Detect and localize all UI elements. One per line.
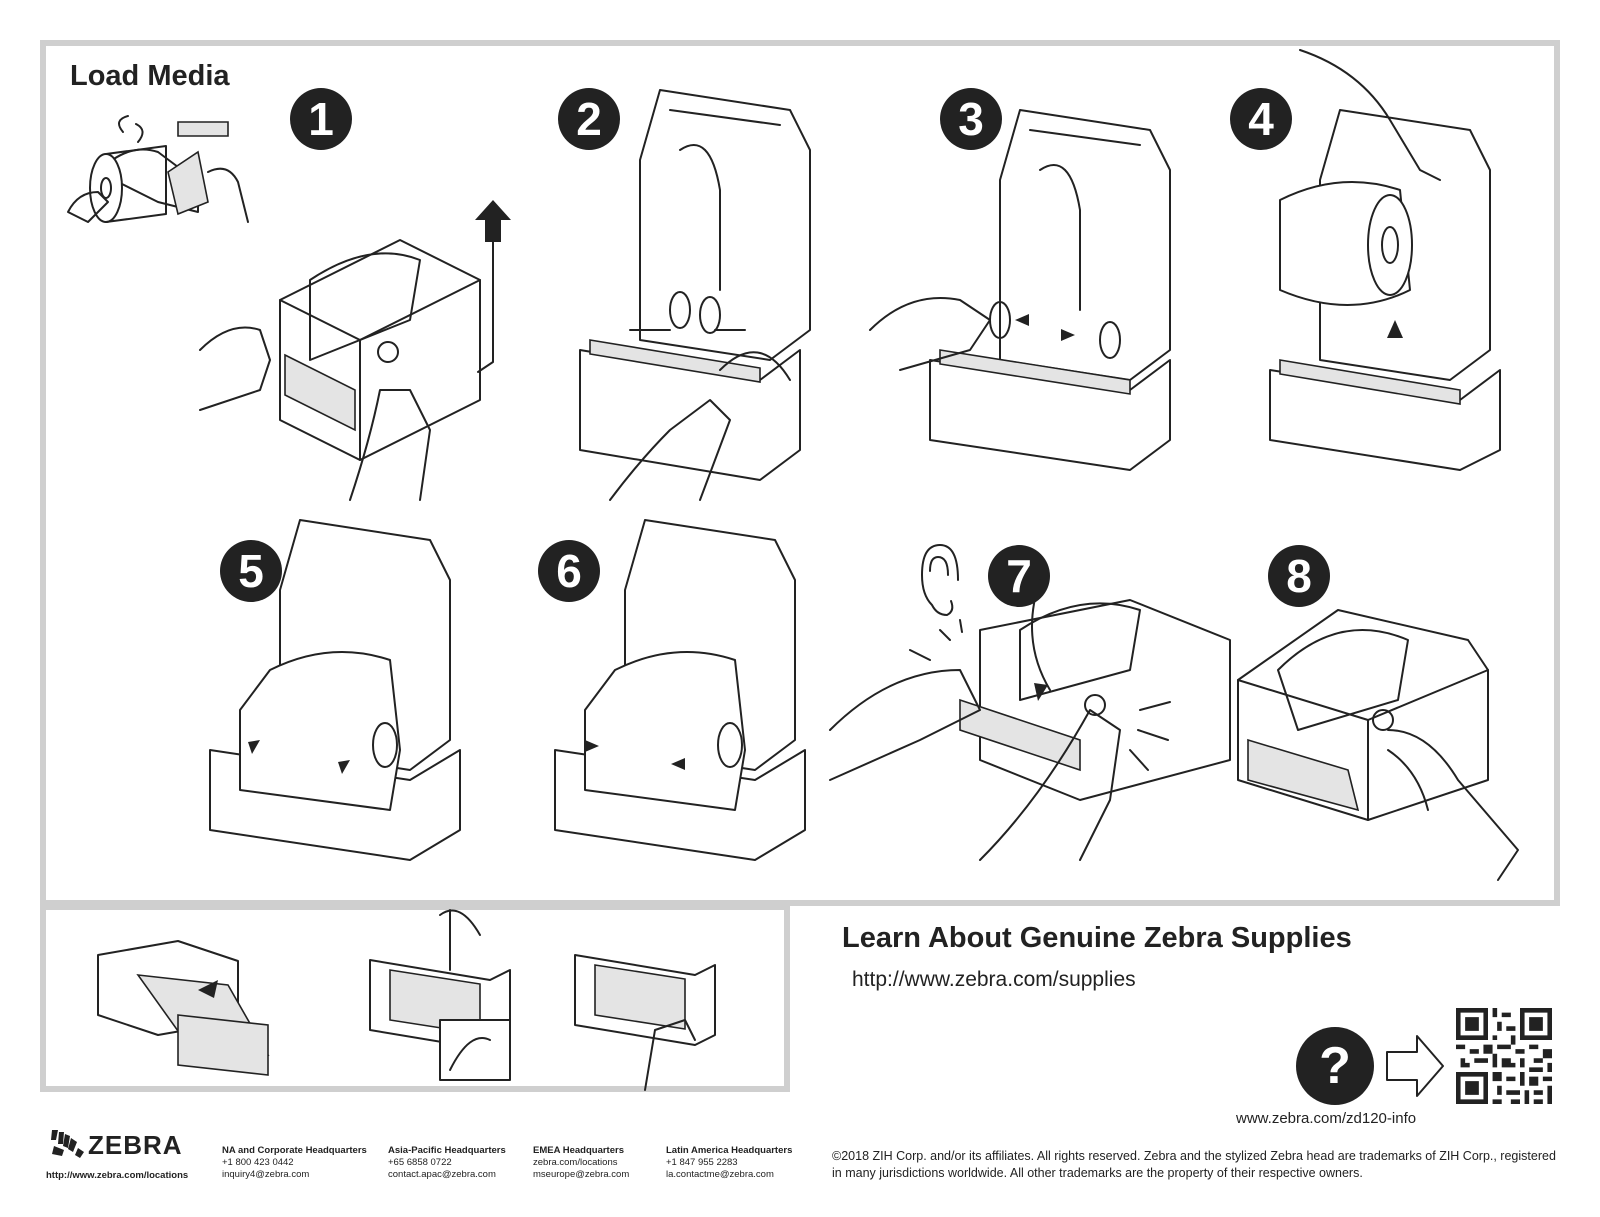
hq-na: NA and Corporate Headquarters +1 800 423… bbox=[222, 1145, 367, 1181]
step-2-illustration bbox=[579, 89, 811, 501]
hq-phone: +1 800 423 0442 bbox=[222, 1157, 294, 1168]
ear-icon bbox=[921, 544, 959, 616]
hq-title: Latin America Headquarters bbox=[666, 1145, 793, 1156]
step-6-badge: 6 bbox=[538, 540, 600, 602]
hq-title: NA and Corporate Headquarters bbox=[222, 1145, 367, 1156]
step-4-illustration bbox=[1269, 49, 1501, 471]
hq-email[interactable]: la.contactme@zebra.com bbox=[666, 1169, 774, 1180]
hq-apac: Asia-Pacific Headquarters +65 6858 0722 … bbox=[388, 1145, 506, 1181]
step-7-illustration bbox=[829, 579, 1231, 861]
hq-email[interactable]: contact.apac@zebra.com bbox=[388, 1169, 496, 1180]
step-1-illustration bbox=[199, 200, 511, 501]
step-5-illustration bbox=[209, 519, 461, 861]
page-title: Load Media bbox=[70, 60, 230, 92]
copyright-notice: ©2018 ZIH Corp. and/or its affiliates. A… bbox=[832, 1149, 1556, 1180]
hq-emea: EMEA Headquarters zebra.com/locations ms… bbox=[533, 1145, 629, 1181]
arrow-right-icon bbox=[1386, 1035, 1444, 1097]
roll-adapter-illustration bbox=[369, 909, 511, 1081]
step-4-badge: 4 bbox=[1230, 88, 1292, 150]
hq-email[interactable]: mseurope@zebra.com bbox=[533, 1169, 630, 1180]
step-5-badge: 5 bbox=[220, 540, 282, 602]
hq-email[interactable]: inquiry4@zebra.com bbox=[222, 1169, 310, 1180]
help-icon: ? bbox=[1296, 1027, 1374, 1105]
step-7-badge: 7 bbox=[988, 545, 1050, 607]
step-1-badge: 1 bbox=[290, 88, 352, 150]
step-8-illustration bbox=[1237, 609, 1519, 881]
hq-phone[interactable]: zebra.com/locations bbox=[533, 1157, 618, 1168]
qr-code-icon[interactable] bbox=[1456, 1008, 1552, 1104]
step-6-illustration bbox=[554, 519, 806, 861]
supplies-title: Learn About Genuine Zebra Supplies bbox=[842, 922, 1352, 954]
info-link[interactable]: www.zebra.com/zd120-info bbox=[1236, 1110, 1417, 1127]
step-8-badge: 8 bbox=[1268, 545, 1330, 607]
step-3-illustration bbox=[869, 109, 1171, 471]
fanfold-media-illustration bbox=[97, 940, 270, 1076]
hq-title: EMEA Headquarters bbox=[533, 1145, 624, 1156]
hq-phone: +65 6858 0722 bbox=[388, 1157, 452, 1168]
zebra-logo bbox=[51, 1130, 84, 1158]
step-2-badge: 2 bbox=[558, 88, 620, 150]
supplies-link[interactable]: http://www.zebra.com/supplies bbox=[852, 968, 1136, 991]
adjust-guides-illustration bbox=[574, 954, 716, 1091]
zebra-wordmark: ZEBRA bbox=[88, 1130, 183, 1160]
step-3-badge: 3 bbox=[940, 88, 1002, 150]
hq-latam: Latin America Headquarters +1 847 955 22… bbox=[666, 1145, 792, 1181]
hq-phone: +1 847 955 2283 bbox=[666, 1157, 738, 1168]
unroll-media-illustration bbox=[67, 115, 249, 223]
locations-link[interactable]: http://www.zebra.com/locations bbox=[46, 1170, 189, 1181]
hq-title: Asia-Pacific Headquarters bbox=[388, 1145, 506, 1156]
